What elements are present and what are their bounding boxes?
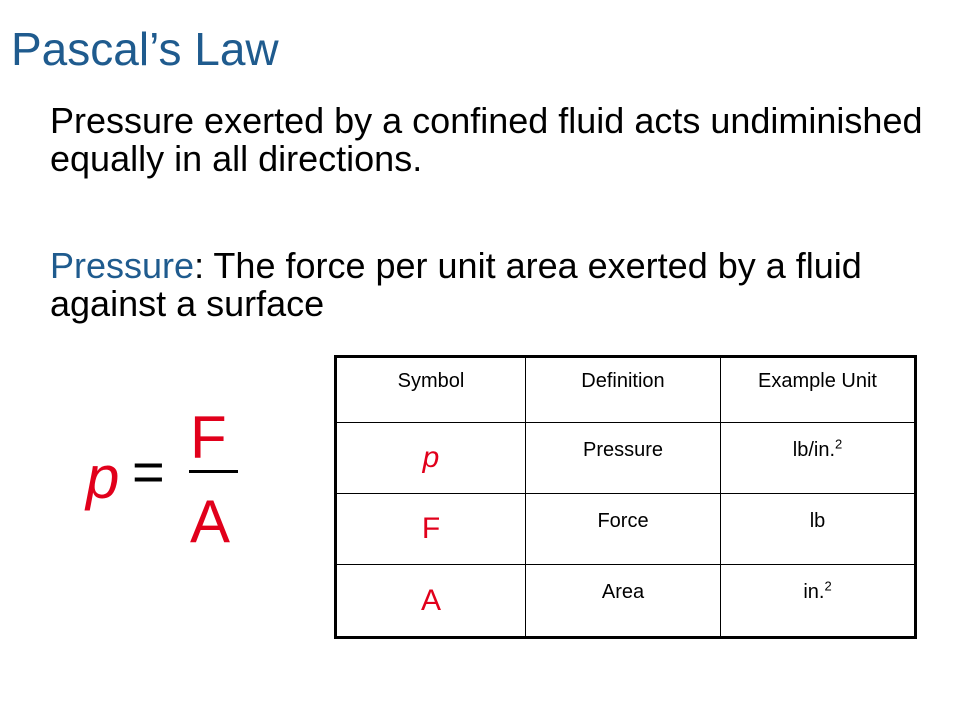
definition-cell: Pressure [525,421,721,494]
table-row: F Force lb [334,492,917,566]
table-header-row: Symbol Definition Example Unit [334,355,917,423]
unit-exponent: 2 [835,436,843,452]
unit-exponent: 2 [824,578,832,594]
table-row: A Area in.2 [334,564,917,639]
fraction-bar [189,470,238,473]
unit-base: lb [809,509,826,532]
pressure-definition: Pressure: The force per unit area exerte… [50,247,930,323]
formula-equals: = [132,440,165,503]
definition-cell: Force [525,492,721,566]
unit-base: lb/in. [792,438,835,461]
formula-denominator: A [190,488,231,555]
pressure-formula: p = F A [82,402,282,552]
definition-separator: : [194,245,205,286]
unit-cell: in.2 [720,564,917,639]
definition-cell: Area [525,564,721,639]
definition-term: Pressure [50,245,195,286]
header-symbol: Symbol [334,355,526,423]
law-statement: Pressure exerted by a confined fluid act… [50,100,923,179]
definition-text: The force per unit area exerted by a flu… [50,245,862,324]
symbol-cell: A [334,564,526,639]
symbol-cell: p [334,421,526,494]
table-row: p Pressure lb/in.2 [334,421,917,494]
formula-numerator: F [190,404,227,471]
symbol-cell: F [334,492,526,566]
formula-lhs: p [86,444,120,511]
unit-cell: lb [720,492,917,566]
header-example-unit: Example Unit [720,355,917,423]
unit-base: in. [803,581,825,604]
slide-title: Pascal’s Law [11,23,279,75]
symbol-definition-table: Symbol Definition Example Unit p Pressur… [334,355,917,639]
unit-cell: lb/in.2 [720,421,917,494]
header-definition: Definition [525,355,721,423]
